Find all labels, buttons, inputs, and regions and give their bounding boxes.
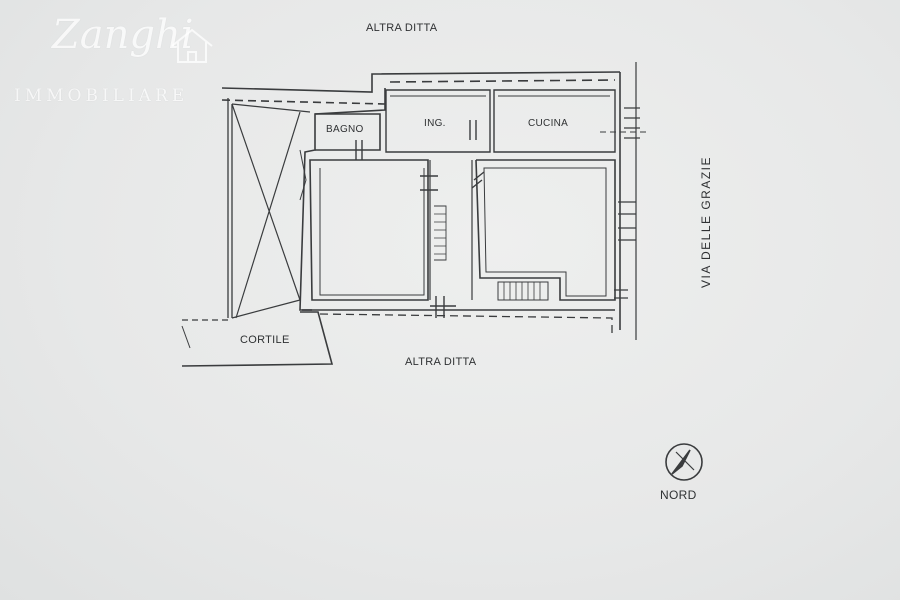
stairs-center xyxy=(434,213,446,255)
agency-watermark-logo: Zanghi IMMOBILIARE xyxy=(8,10,238,110)
kitchen-wall xyxy=(493,89,616,153)
left-room-inner xyxy=(319,168,425,296)
courtyard-left-wall xyxy=(227,98,233,318)
top-neighbor-label: ALTRA DITTA xyxy=(366,22,438,34)
kitchen-label: CUCINA xyxy=(528,118,569,129)
window-marks xyxy=(614,289,628,299)
north-label: NORD xyxy=(660,488,697,502)
top-boundary-line xyxy=(221,71,621,93)
courtyard-label: CORTILE xyxy=(240,334,290,346)
house-outer-wall xyxy=(299,88,615,311)
bottom-boundary-dashed xyxy=(319,313,613,338)
stairs-right xyxy=(503,282,541,300)
house-icon xyxy=(171,28,213,63)
upper-dashed-line xyxy=(389,79,616,83)
street-label: VIA DELLE GRAZIE xyxy=(699,155,713,289)
bathroom-label: BAGNO xyxy=(326,124,364,135)
bathroom-wall xyxy=(315,113,381,151)
entrance-wall xyxy=(385,89,491,153)
left-room-wall xyxy=(309,159,429,301)
courtyard-bottom-wall xyxy=(181,311,334,367)
bottom-neighbor-label: ALTRA DITTA xyxy=(405,356,477,368)
courtyard-cross xyxy=(231,103,301,319)
top-boundary-dashed xyxy=(221,99,386,105)
corridor-walls xyxy=(429,160,473,300)
door-marks xyxy=(355,120,485,191)
watermark-subtitle: IMMOBILIARE xyxy=(14,86,189,106)
right-room-inner xyxy=(483,167,607,297)
watermark-brand: Zanghi xyxy=(52,12,194,58)
right-room-wall xyxy=(475,159,616,301)
entrance-label: ING. xyxy=(424,118,446,129)
north-compass-icon xyxy=(665,443,703,481)
